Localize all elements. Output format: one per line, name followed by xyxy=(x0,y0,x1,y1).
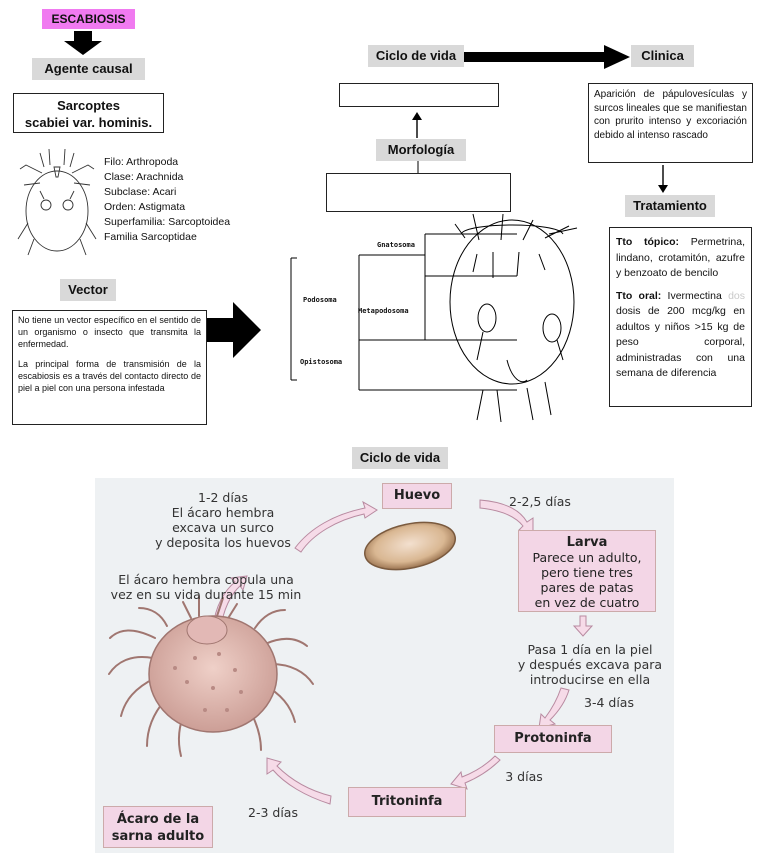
agente-causal-header: Agente causal xyxy=(32,58,145,80)
agente-name-box: Sarcoptes scabiei var. hominis. xyxy=(13,93,164,133)
clinica-text: Aparición de pápulovesículas y surcos li… xyxy=(594,89,747,141)
agente-name-line1: Sarcoptes xyxy=(57,98,120,113)
label-pasa-line3: introducirse en ella xyxy=(529,672,651,687)
label-2-3-dias: 2-3 días xyxy=(248,805,298,820)
arrow-down-icon xyxy=(64,31,102,55)
taxonomy-orden: Orden: Astigmata xyxy=(104,201,186,213)
lifecycle-graphics xyxy=(108,499,594,805)
larva-desc-1: Parece un adulto, xyxy=(532,550,642,565)
stage-huevo: Huevo xyxy=(382,483,452,509)
label-3-4-dias: 3-4 días xyxy=(584,695,634,710)
tto-topico-text: Permetrina, lindano, crotamitón, azufre … xyxy=(616,236,745,279)
arrow-down-icon xyxy=(658,165,668,193)
label-1-2-line3: excava un surco xyxy=(172,520,274,535)
label-1-2-line1: 1-2 días xyxy=(198,490,248,505)
arrow-right-icon xyxy=(207,302,261,358)
tto-oral-text2: dosis de 200 mcg/kg en adultos y niños >… xyxy=(616,305,745,379)
vector-header: Vector xyxy=(60,279,116,301)
label-pasa: Pasa 1 día en la piel y después excava p… xyxy=(504,642,676,687)
larva-desc-4: en vez de cuatro xyxy=(534,595,640,610)
mite-morphology-diagram xyxy=(290,213,578,423)
vector-text-1: No tiene un vector específico en el sent… xyxy=(18,315,201,349)
larva-desc-2: pero tiene tres xyxy=(541,565,633,580)
clinica-header: Clinica xyxy=(631,45,694,67)
label-1-2-line2: El ácaro hembra xyxy=(171,505,275,520)
connector-line xyxy=(417,161,419,173)
tratamiento-header: Tratamiento xyxy=(625,195,715,217)
stage-tritoninfa: Tritoninfa xyxy=(348,787,466,817)
taxonomy-subclase: Subclase: Acari xyxy=(104,186,177,198)
label-1-2-line4: y deposita los huevos xyxy=(155,535,291,550)
ciclo-vida-header: Ciclo de vida xyxy=(368,45,464,67)
larva-desc-3: pares de patas xyxy=(540,580,634,595)
label-2-25-dias: 2-2,5 días xyxy=(509,494,571,509)
label-metapodosoma: Metapodosoma xyxy=(358,307,409,315)
label-pasa-line1: Pasa 1 día en la piel xyxy=(527,642,653,657)
tto-oral-text1: Ivermectina xyxy=(667,289,722,302)
agente-name-line2: scabiei var. hominis. xyxy=(24,115,153,130)
mite-illustration-small xyxy=(17,148,97,256)
tto-topico: Tto tópico: Permetrina, lindano, crotami… xyxy=(616,235,745,282)
taxonomy-familia: Familia Sarcoptidae xyxy=(104,231,197,243)
tto-oral: Tto oral: Ivermectina dos dosis de 200 m… xyxy=(616,289,745,382)
morfologia-header: Morfología xyxy=(376,139,466,161)
label-1-2-dias: 1-2 días El ácaro hembra excava un surco… xyxy=(138,490,308,550)
label-3-dias: 3 días xyxy=(505,769,543,784)
stage-protoninfa: Protoninfa xyxy=(494,725,612,753)
label-pasa-line2: y después excava para xyxy=(517,657,663,672)
label-copula: El ácaro hembra copula una vez en su vid… xyxy=(96,572,316,602)
taxonomy-filo: Filo: Arthropoda xyxy=(104,156,179,168)
main-title: ESCABIOSIS xyxy=(42,9,135,29)
empty-box-middle xyxy=(326,173,511,212)
label-podosoma: Podosoma xyxy=(303,296,337,304)
empty-box-top xyxy=(339,83,499,107)
stage-larva: Larva Parece un adulto, pero tiene tres … xyxy=(518,530,656,612)
vector-box: No tiene un vector específico en el sent… xyxy=(12,310,207,425)
arrow-up-icon xyxy=(412,112,422,138)
label-copula-line2: vez en su vida durante 15 min xyxy=(110,587,302,602)
tratamiento-box: Tto tópico: Permetrina, lindano, crotami… xyxy=(609,227,752,407)
tto-oral-label: Tto oral: xyxy=(616,289,662,302)
label-gnatosoma: Gnatosoma xyxy=(377,241,415,249)
larva-title: Larva xyxy=(566,535,608,550)
stage-adulto: Ácaro de la sarna adulto xyxy=(103,806,213,848)
tto-topico-label: Tto tópico: xyxy=(616,236,680,248)
arrow-right-icon xyxy=(464,45,630,69)
clinica-box: Aparición de pápulovesículas y surcos li… xyxy=(588,83,753,163)
label-copula-line1: El ácaro hembra copula una xyxy=(118,572,294,587)
vector-text-2: La principal forma de transmisión de la … xyxy=(18,359,201,393)
taxonomy-clase: Clase: Arachnida xyxy=(104,171,184,183)
label-opistosoma: Opistosoma xyxy=(300,358,343,366)
taxonomy-superfamilia: Superfamilia: Sarcoptoidea xyxy=(104,216,231,228)
tto-oral-faded: dos xyxy=(728,289,745,302)
adulto-line2: sarna adulto xyxy=(111,829,205,844)
taxonomy-list: Filo: Arthropoda Clase: Arachnida Subcla… xyxy=(104,155,274,245)
adulto-line1: Ácaro de la xyxy=(116,812,200,827)
lifecycle-header: Ciclo de vida xyxy=(352,447,448,469)
